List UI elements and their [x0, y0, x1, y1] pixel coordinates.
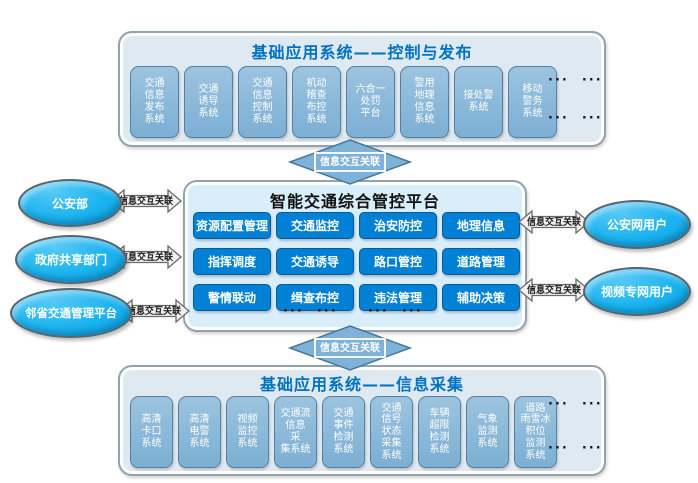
entity-neighbor-province-platform: 邻省交通管理平台: [10, 288, 132, 338]
system-node-vehicle-overlimit-detection: 车辆 超限 检测 系统: [418, 396, 461, 468]
module-traffic-guidance: 交通诱导: [276, 248, 354, 275]
ellipsis-dots: ··· ···: [548, 441, 603, 456]
module-road-management: 道路管理: [442, 248, 520, 275]
module-violation-management: 违法管理: [359, 284, 437, 311]
module-security-prevention: 治安防控: [359, 212, 437, 239]
info-exchange-arrow-right-2: 信息交互关联: [518, 277, 590, 303]
info-exchange-vertical-arrow-top: 信息交互关联: [288, 139, 412, 185]
arrow-label: 信息交互关联: [119, 195, 173, 207]
system-node-traffic-flow-collection: 交通流 信息 采 集系统: [274, 396, 317, 468]
system-node-road-condition-monitoring: 道路 雨雪冰 积位 监测 系统: [514, 396, 557, 468]
module-traffic-monitoring: 交通监控: [276, 212, 354, 239]
module-decision-support: 辅助决策: [442, 284, 520, 311]
module-resource-config: 资源配置管理: [193, 212, 271, 239]
arrow-label: 信息交互关联: [527, 216, 581, 228]
bottom-system-title: 基础应用系统——信息采集: [259, 375, 464, 394]
platform-module-grid: 资源配置管理 交通监控 治安防控 地理信息 指挥调度 交通诱导 路口管控 道路管…: [193, 212, 520, 311]
bottom-system-panel: 基础应用系统——信息采集 高清 卡口 系统 高清 电警 系统 视频 监控 系统 …: [118, 365, 606, 476]
arrow-label-band: [314, 152, 386, 172]
double-arrow-shape: [118, 298, 190, 324]
ellipsis-dots: ··· ···: [548, 397, 603, 412]
module-geographic-info: 地理信息: [442, 212, 520, 239]
system-node-traffic-guidance: 交通 诱导 系统: [184, 66, 233, 138]
module-inspection-control: 缉查布控: [276, 284, 354, 311]
system-node-police-gis: 警用 地理 信息 系统: [400, 66, 449, 138]
top-system-panel: 基础应用系统——控制与发布 交通 信息 发布 系统 交通 诱导 系统 交通 信息…: [118, 31, 606, 147]
system-node-signal-status-collection: 交通 信号 状态 采集 系统: [370, 396, 413, 468]
platform-panel: 智能交通综合管控平台 资源配置管理 交通监控 治安防控 地理信息 指挥调度 交通…: [183, 180, 527, 332]
entity-police-network-users: 公安网用户: [583, 200, 691, 249]
system-node-vehicle-inspection-control: 机动 稽查 布控 系统: [292, 66, 341, 138]
entity-ministry-public-security: 公安部: [18, 179, 122, 227]
module-alarm-linkage: 警情联动: [193, 284, 271, 311]
double-arrow-shape: [110, 188, 182, 214]
module-command-dispatch: 指挥调度: [193, 248, 271, 275]
info-exchange-arrow-right-1: 信息交互关联: [518, 209, 590, 235]
top-system-title: 基础应用系统——控制与发布: [251, 43, 473, 62]
info-exchange-arrow-left-3: 信息交互关联: [118, 298, 190, 324]
system-node-police-dispatch: 接处警 系统: [454, 66, 503, 138]
ellipsis-dots: ··· ···: [548, 111, 603, 126]
system-node-video-surveillance: 视频 监控 系统: [226, 396, 269, 468]
system-node-mobile-police: 移动 警务 系统: [508, 66, 557, 138]
ellipsis-dots: ··· ···: [368, 304, 423, 319]
system-node-hd-epolice: 高清 电警 系统: [178, 396, 221, 468]
system-node-weather-monitoring: 气象 监测 系统: [466, 396, 509, 468]
module-intersection-control: 路口管控: [359, 248, 437, 275]
ellipsis-dots: ··· ···: [548, 73, 603, 88]
ellipsis-dots: ··· ···: [283, 304, 338, 319]
info-exchange-vertical-arrow-bottom: 信息交互关联: [288, 325, 412, 371]
arrow-label: 信息交互关联: [320, 341, 380, 354]
arrow-label: 信息交互关联: [119, 251, 173, 263]
arrow-label-band: [314, 338, 386, 358]
bottom-system-node-row: 高清 卡口 系统 高清 电警 系统 视频 监控 系统 交通流 信息 采 集系统 …: [130, 396, 557, 468]
entity-government-sharing-departments: 政府共享部门: [15, 235, 127, 284]
entity-video-network-users: 视频专网用户: [583, 267, 691, 316]
arrow-label: 信息交互关联: [527, 284, 581, 296]
platform-title: 智能交通综合管控平台: [269, 192, 440, 211]
system-node-traffic-info-publish: 交通 信息 发布 系统: [130, 66, 179, 138]
arrow-label: 信息交互关联: [320, 155, 380, 168]
system-node-six-in-one-penalty: 六合一 处罚 平台: [346, 66, 395, 138]
top-system-node-row: 交通 信息 发布 系统 交通 诱导 系统 交通 信息 控制 系统 机动 稽查 布…: [130, 66, 557, 138]
info-exchange-arrow-left-2: 信息交互关联: [110, 244, 182, 270]
system-node-traffic-info-control: 交通 信息 控制 系统: [238, 66, 287, 138]
info-exchange-arrow-left-1: 信息交互关联: [110, 188, 182, 214]
arrow-label: 信息交互关联: [127, 305, 181, 317]
system-node-traffic-incident-detection: 交通 事件 检测 系统: [322, 396, 365, 468]
system-node-hd-checkpoint: 高清 卡口 系统: [130, 396, 173, 468]
